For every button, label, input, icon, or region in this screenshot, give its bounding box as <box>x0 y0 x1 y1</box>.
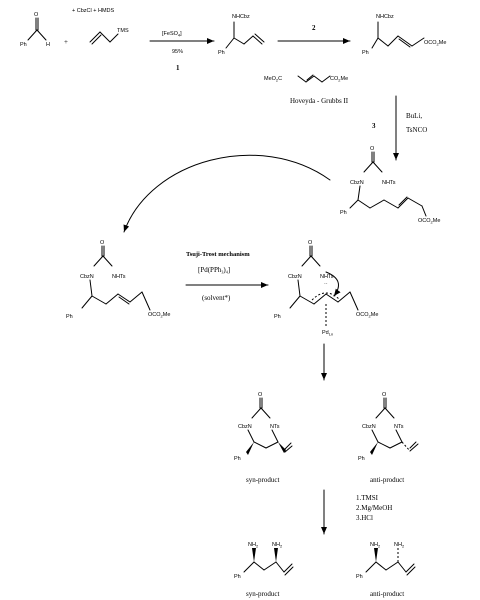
urea-intermediate: O CbzN NHTs Ph OCO2Me <box>340 146 440 225</box>
svg-text:O: O <box>370 146 375 152</box>
step3-reagent-2: TsNCO <box>406 126 427 134</box>
tsuji-title: Tsuji-Trost mechanism <box>186 251 250 258</box>
step2-catalyst: Hoveyda - Grubbs II <box>290 97 349 105</box>
svg-text:Ph: Ph <box>234 456 241 462</box>
svg-text:CbzN: CbzN <box>362 424 376 430</box>
svg-text:CbzN: CbzN <box>288 274 302 280</box>
diamine-anti-product: NH2 NH2 Ph <box>356 542 416 580</box>
svg-text:Ph: Ph <box>274 314 281 320</box>
deprotection-step-1: 1.TMSI <box>356 494 379 502</box>
svg-text:NH2: NH2 <box>248 542 259 549</box>
svg-text:NTs: NTs <box>270 424 280 430</box>
curved-arrow <box>123 154 331 233</box>
svg-text:Ph: Ph <box>20 42 27 48</box>
cyclic-anti-product: O CbzN NTs Ph <box>358 392 419 462</box>
step1-number: 1 <box>176 64 180 72</box>
svg-text:NHTs: NHTs <box>320 274 334 280</box>
svg-text:OCO2Me: OCO2Me <box>418 218 440 225</box>
diamine-syn-product: NH2 NH2 Ph <box>234 542 294 580</box>
tsuji-catalyst: [Pd(PPh3)4] <box>198 266 230 275</box>
deprotection-step-2: 2.Mg/MeOH <box>356 504 392 512</box>
svg-text:OCO2Me: OCO2Me <box>148 312 170 319</box>
svg-text:Ph: Ph <box>358 456 365 462</box>
svg-text:NH2: NH2 <box>370 542 381 549</box>
svg-text:MeO2C: MeO2C <box>264 76 282 83</box>
svg-text:OCO2Me: OCO2Me <box>356 312 378 319</box>
svg-text:OCO2Me: OCO2Me <box>424 40 446 47</box>
svg-text:Ph: Ph <box>218 50 225 56</box>
svg-text:NH2: NH2 <box>272 542 283 549</box>
svg-text:PdLn: PdLn <box>322 330 333 337</box>
svg-text:Ph: Ph <box>362 50 369 56</box>
label-syn-product-2: syn-product <box>246 590 279 598</box>
svg-text:O: O <box>308 240 313 246</box>
svg-text:H: H <box>46 42 50 48</box>
svg-text:CO2Me: CO2Me <box>330 76 348 83</box>
svg-text:NHTs: NHTs <box>112 274 126 280</box>
svg-text:Ph: Ph <box>340 210 347 216</box>
step3-number: 3 <box>372 122 376 130</box>
top-reagents: + CbzCl + HMDS <box>72 8 115 14</box>
label-anti-product-2: anti-product <box>370 590 404 598</box>
tsuji-solvent: (solvent*) <box>202 294 231 302</box>
svg-text:NTs: NTs <box>394 424 404 430</box>
benzaldehyde: O Ph H <box>20 12 50 48</box>
svg-text:NH2: NH2 <box>394 542 405 549</box>
urea-substrate-left: O CbzN NHTs Ph OCO2Me <box>66 240 170 320</box>
step1-yield: 95% <box>172 49 183 55</box>
svg-text:Ph: Ph <box>356 574 363 580</box>
step3-reagent-1: BuLi, <box>406 112 422 120</box>
svg-text:Ph: Ph <box>234 574 241 580</box>
svg-text:CbzN: CbzN <box>80 274 94 280</box>
svg-text:TMS: TMS <box>117 28 129 34</box>
svg-text:NHCbz: NHCbz <box>376 14 394 20</box>
pd-allyl-intermediate: O CbzN NHTs ·· Ph OCO2Me PdLn <box>274 240 378 337</box>
plus-sign: + <box>64 38 68 46</box>
svg-text:O: O <box>258 392 263 398</box>
step2-number: 2 <box>312 24 316 32</box>
label-syn-product-1: syn-product <box>246 476 279 484</box>
svg-text:Ph: Ph <box>66 314 73 320</box>
svg-text:NHTs: NHTs <box>382 180 396 186</box>
svg-text:··: ·· <box>324 281 328 287</box>
svg-text:CbzN: CbzN <box>238 424 252 430</box>
label-anti-product-1: anti-product <box>370 476 404 484</box>
deprotection-step-3: 3.HCl <box>356 514 373 522</box>
step1-reagent: [FeSO4] <box>162 31 182 38</box>
allyltrimethylsilane: TMS <box>89 28 129 45</box>
svg-text:O: O <box>382 392 387 398</box>
svg-text:CbzN: CbzN <box>350 180 364 186</box>
metathesis-product: NHCbz Ph OCO2Me <box>362 14 446 56</box>
cross-metathesis-partner: MeO2C CO2Me <box>264 74 348 83</box>
svg-text:O: O <box>34 12 39 18</box>
svg-text:NHCbz: NHCbz <box>232 14 250 20</box>
svg-text:O: O <box>100 240 105 246</box>
cyclic-syn-product: O CbzN NTs Ph <box>234 392 293 462</box>
homoallyl-carbamate: NHCbz Ph <box>218 14 265 56</box>
